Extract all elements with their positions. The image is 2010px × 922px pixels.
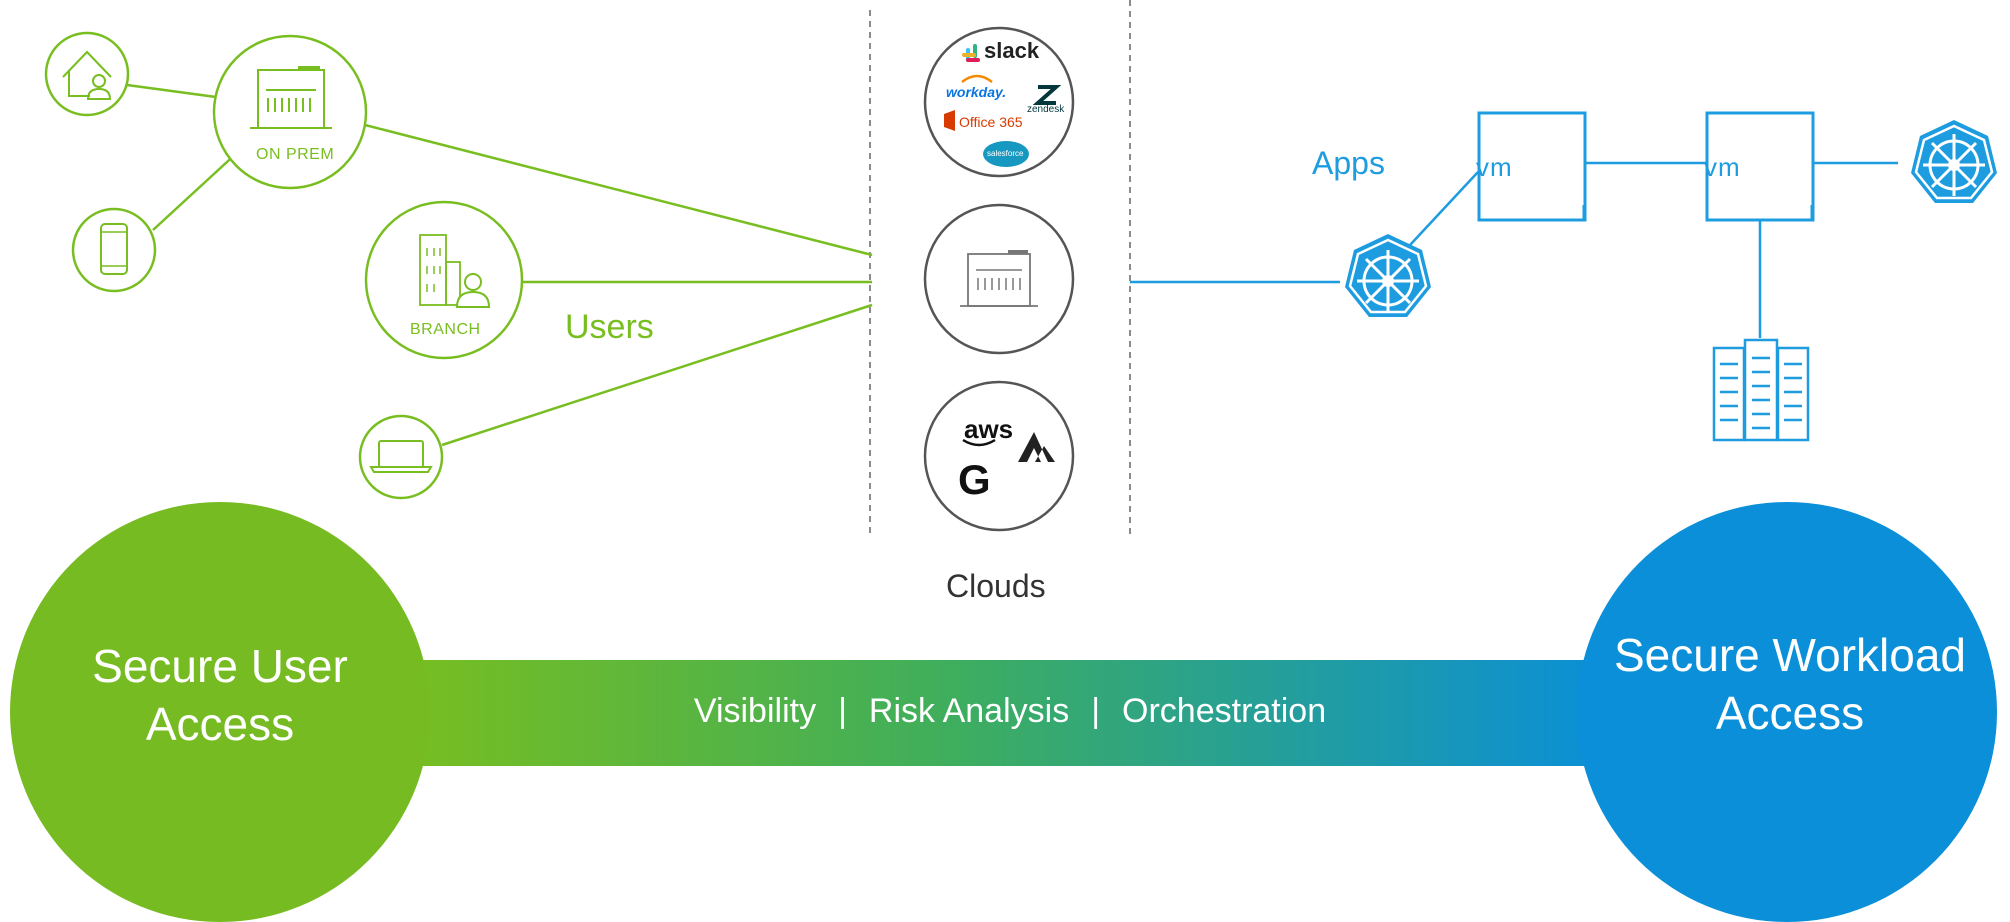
slack-logo-text: slack [984,38,1040,63]
clouds-label: Clouds [946,568,1046,604]
user-connections [126,83,873,447]
secure-user-access-title-line1: Secure User [92,640,348,692]
aws-logo-text: aws [964,414,1014,444]
kubernetes-icon-right [1911,120,1997,203]
vm-label-2: vm [1704,152,1741,182]
secure-workload-access-title-line1: Secure Workload [1614,629,1966,681]
capability-risk-analysis: Risk Analysis [868,692,1070,730]
separator: | [838,692,847,730]
aws-smile-icon [962,438,996,447]
secure-workload-access-circle [1577,502,1997,922]
workday-arc [961,74,993,84]
kubernetes-icon [1345,234,1431,317]
capabilities-band [400,660,1610,766]
saas-apps-circle [923,26,1075,178]
zendesk-logo-text: zendesk [1027,104,1065,115]
app-connections [1130,161,1898,338]
capability-orchestration: Orchestration [1122,692,1327,730]
azure-logo-icon [1018,432,1055,462]
home-user-icon [44,31,130,117]
capability-visibility: Visibility [693,692,817,730]
salesforce-logo-text: salesforce [987,149,1024,158]
salesforce-logo-icon [983,141,1029,167]
office365-logo-icon [944,110,955,131]
datacenter-icon [923,203,1075,355]
slack-logo-icon [962,44,980,62]
secure-workload-access-title-line2: Access [1715,687,1865,739]
laptop-icon [358,414,444,500]
office365-logo-text: Office 365 [959,114,1023,130]
capabilities-text: Visibility | Risk Analysis | Orchestration [690,692,1330,731]
branch-office-icon [364,200,524,360]
apps-label: Apps [1312,145,1385,181]
building-icon [212,34,368,190]
vm-label: vm [1476,152,1513,182]
separator: | [1091,692,1101,730]
workday-logo-text: workday. [946,84,1007,100]
secure-user-access-circle [10,502,430,922]
vm-icon [1477,111,1587,222]
secure-user-access-title-line2: Access [145,698,295,750]
branch-label: BRANCH [410,321,481,338]
mobile-icon [71,207,157,293]
vm-icon-2 [1705,111,1815,222]
zendesk-logo-icon [1032,85,1062,105]
iaas-circle [923,380,1075,532]
server-stack-icon [1712,338,1810,442]
users-label: Users [565,308,654,346]
on-prem-label: ON PREM [256,146,335,163]
google-logo-text: G [958,456,991,503]
